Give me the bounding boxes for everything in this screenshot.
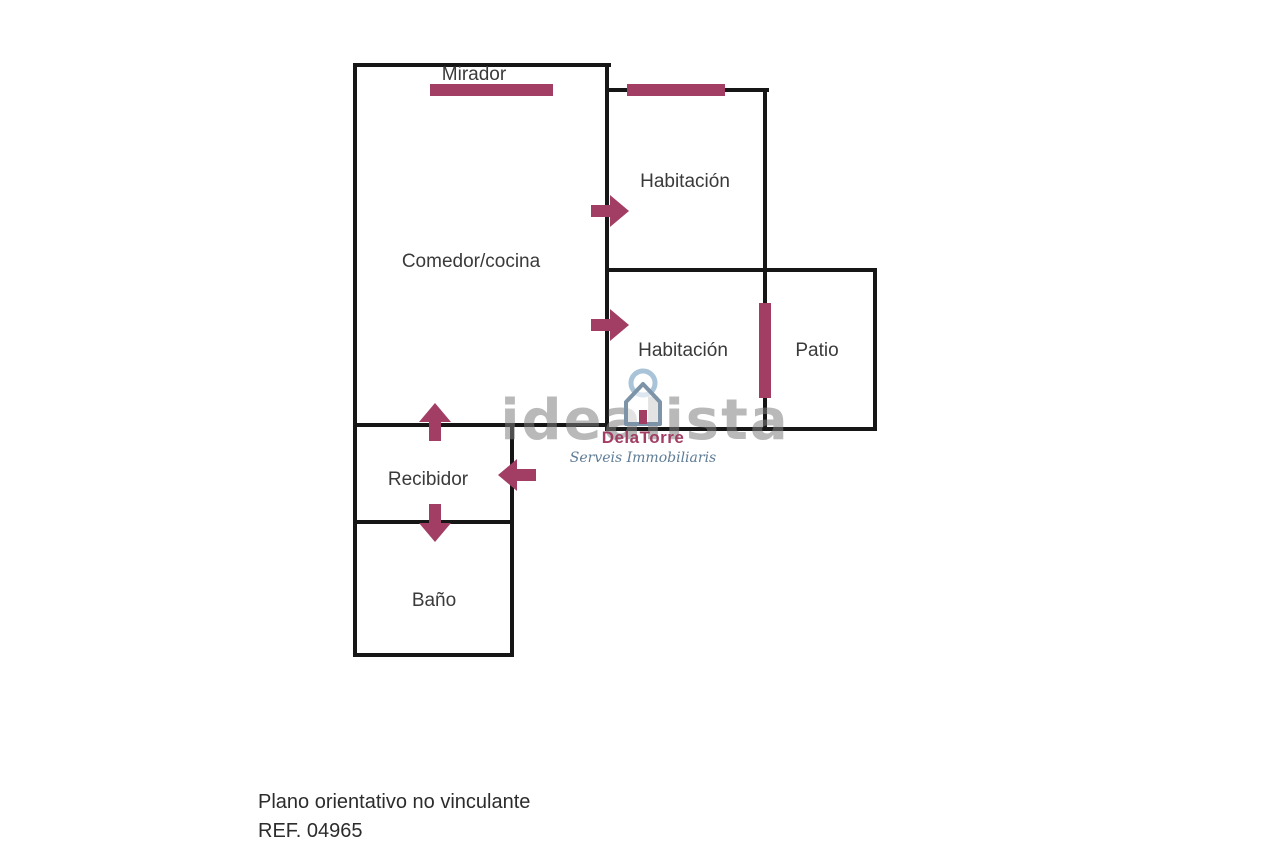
agency-logo: DelaTorre Serveis Immobiliaris xyxy=(558,368,728,466)
room-label-habitacion-2: Habitación xyxy=(638,340,728,361)
plan-reference: REF. 04965 xyxy=(258,820,363,842)
wall-segment xyxy=(353,63,611,67)
house-icon xyxy=(624,368,662,426)
agency-tagline: Serveis Immobiliaris xyxy=(569,450,717,466)
door-arrow-up-icon xyxy=(419,403,451,441)
door-arrow-right-icon xyxy=(591,309,629,341)
door-arrow-right-icon xyxy=(591,195,629,227)
wall-segment xyxy=(510,423,514,657)
room-label-habitacion-1: Habitación xyxy=(640,171,730,192)
room-label-bano: Baño xyxy=(411,590,457,611)
window-marker xyxy=(430,84,553,96)
window-marker xyxy=(759,303,771,398)
agency-name: DelaTorre xyxy=(601,428,685,447)
wall-segment xyxy=(353,653,514,657)
door-arrow-left-icon xyxy=(498,459,536,491)
wall-segment xyxy=(605,268,877,272)
door-arrow-down-icon xyxy=(419,504,451,542)
room-label-mirador: Mirador xyxy=(441,64,507,85)
room-label-comedor-cocina: Comedor/cocina xyxy=(401,251,541,272)
room-label-recibidor: Recibidor xyxy=(387,469,469,490)
window-marker xyxy=(627,84,725,96)
wall-segment xyxy=(605,427,877,431)
wall-segment xyxy=(873,268,877,431)
room-label-patio: Patio xyxy=(795,340,839,361)
wall-segment xyxy=(605,63,609,431)
wall-segment xyxy=(763,88,767,431)
wall-segment xyxy=(353,423,609,427)
wall-segment xyxy=(353,63,357,657)
plan-disclaimer: Plano orientativo no vinculante xyxy=(258,791,531,813)
